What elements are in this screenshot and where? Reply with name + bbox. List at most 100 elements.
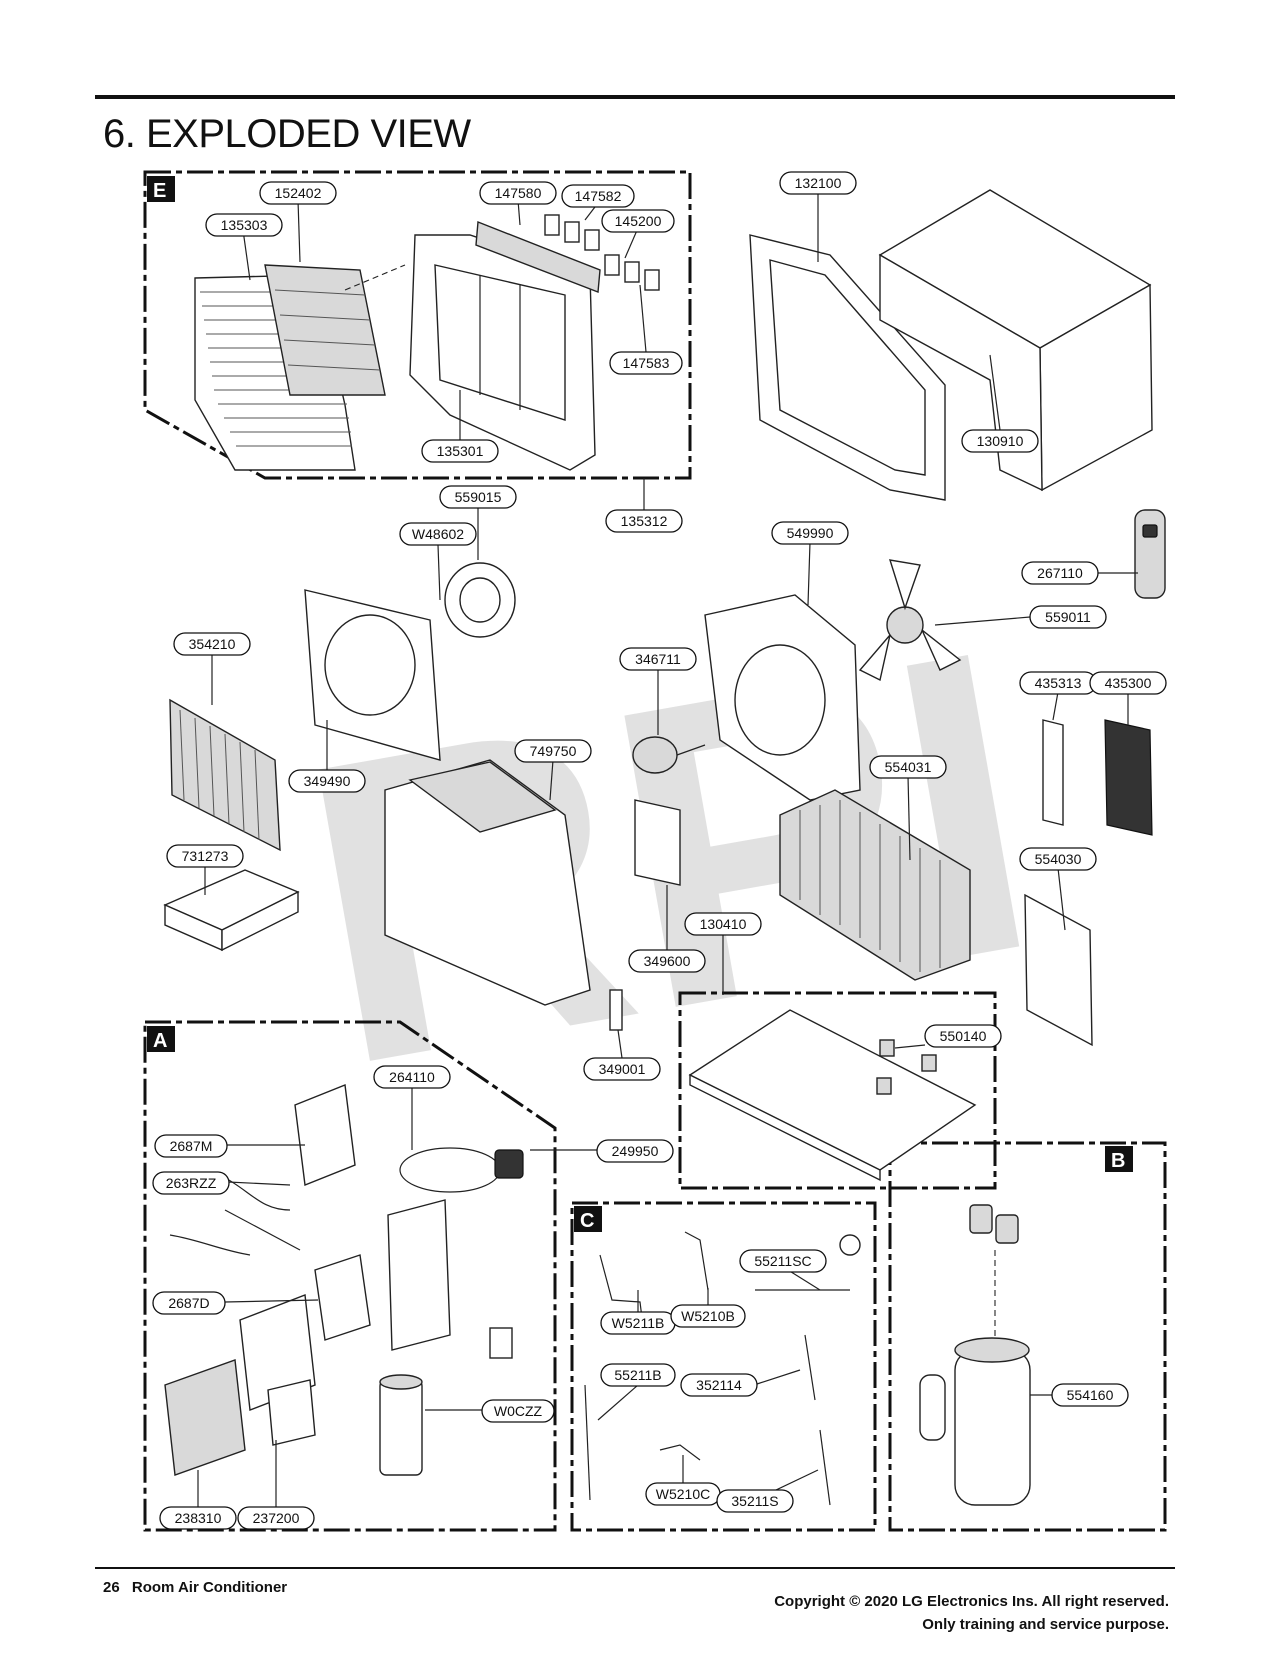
callout-W5210C: W5210C: [645, 1482, 721, 1506]
callout-554030: 554030: [1019, 847, 1097, 871]
callout-55211SC: 55211SC: [739, 1249, 827, 1273]
louver-clips-part: [544, 214, 660, 291]
leader-lines: [197, 190, 1138, 1507]
terminal-part: [609, 989, 623, 1031]
condenser-part: [779, 789, 971, 981]
frame-section-e: [143, 170, 692, 480]
cabinet-frame-part: [749, 234, 946, 501]
callout-35211S: 35211S: [716, 1489, 794, 1513]
callout-559015: 559015: [439, 485, 517, 509]
frame-section-c: [570, 1201, 877, 1532]
callout-435300: 435300: [1089, 671, 1167, 695]
louver-part: [475, 221, 601, 293]
svg-text:435300: 435300: [1105, 675, 1152, 691]
callout-435313: 435313: [1019, 671, 1097, 695]
side-panel-bracket-part: [1042, 719, 1064, 826]
svg-text:135301: 135301: [437, 443, 484, 459]
guide-line: [344, 264, 406, 291]
callout-238310: 238310: [159, 1506, 237, 1530]
section-tag-b: B: [1105, 1146, 1133, 1172]
callout-549990: 549990: [771, 521, 849, 545]
callout-352114: 352114: [680, 1373, 758, 1397]
svg-text:A: A: [153, 1030, 167, 1052]
svg-text:130910: 130910: [977, 433, 1024, 449]
callout-135301: 135301: [421, 439, 499, 463]
callout-554031: 554031: [869, 755, 947, 779]
svg-text:349490: 349490: [304, 773, 351, 789]
svg-text:132100: 132100: [795, 175, 842, 191]
callout-135303: 135303: [205, 213, 283, 237]
svg-text:W0CZZ: W0CZZ: [494, 1403, 543, 1419]
callout-349001: 349001: [583, 1057, 661, 1081]
packing-box-part: [163, 869, 300, 952]
svg-text:249950: 249950: [612, 1143, 659, 1159]
callout-263RZZ: 263RZZ: [152, 1171, 230, 1195]
callout-267110: 267110: [1021, 561, 1099, 585]
svg-text:263RZZ: 263RZZ: [166, 1175, 217, 1191]
callout-W5211B: W5211B: [600, 1311, 676, 1335]
footer-right: Copyright © 2020 LG Electronics Ins. All…: [774, 1590, 1169, 1636]
side-shield-part: [1024, 893, 1093, 1047]
svg-text:554031: 554031: [885, 759, 932, 775]
callout-264110: 264110: [373, 1065, 451, 1089]
callout-130910: 130910: [961, 429, 1039, 453]
condenser-shroud-part: [704, 594, 861, 801]
callout-554160: 554160: [1051, 1383, 1129, 1407]
callout-349600: 349600: [628, 949, 706, 973]
svg-text:267110: 267110: [1037, 565, 1083, 581]
callout-249950: 249950: [596, 1139, 674, 1163]
callout-354210: 354210: [173, 632, 251, 656]
callout-130410: 130410: [684, 912, 762, 936]
svg-text:147580: 147580: [495, 185, 542, 201]
page-title: 6. EXPLODED VIEW: [103, 112, 471, 156]
svg-text:237200: 237200: [253, 1510, 300, 1526]
compressor-part: [919, 1337, 1031, 1506]
callout-152402: 152402: [259, 181, 337, 205]
callout-W48602: W48602: [399, 522, 477, 546]
remote-control-part: [1134, 509, 1166, 599]
svg-text:554030: 554030: [1035, 851, 1082, 867]
svg-text:152402: 152402: [275, 185, 322, 201]
switch-part: [489, 1327, 513, 1359]
svg-text:550140: 550140: [940, 1028, 987, 1044]
callout-731273: 731273: [166, 844, 244, 868]
svg-text:352114: 352114: [696, 1377, 742, 1393]
bottom-rule: [95, 1567, 1175, 1569]
section-tag-a: A: [147, 1026, 175, 1052]
drain-pan-part: [688, 1009, 977, 1182]
power-cord-part: [399, 1147, 524, 1193]
callout-145200: 145200: [601, 209, 675, 233]
svg-text:749750: 749750: [530, 743, 577, 759]
purpose-text: Only training and service purpose.: [922, 1616, 1169, 1633]
svg-text:W5210B: W5210B: [681, 1308, 735, 1324]
svg-text:135312: 135312: [621, 513, 668, 529]
svg-text:145200: 145200: [615, 213, 662, 229]
frame-section-b: [888, 1141, 1167, 1532]
evaporator-part: [169, 698, 281, 852]
svg-text:C: C: [580, 1210, 594, 1232]
svg-text:B: B: [1111, 1150, 1125, 1172]
capacitor-part: [379, 1374, 423, 1476]
filter-part: [264, 264, 386, 396]
callout-147583: 147583: [609, 351, 683, 375]
base-pan-part: [384, 759, 591, 1006]
svg-text:W5211B: W5211B: [612, 1315, 665, 1331]
callout-2687M: 2687M: [154, 1134, 228, 1158]
side-panel-part: [1104, 719, 1153, 836]
callout-W0CZZ: W0CZZ: [481, 1399, 555, 1423]
fan-motor-part: [632, 736, 706, 774]
control-panel-part: [164, 1359, 246, 1476]
svg-text:731273: 731273: [182, 848, 229, 864]
callout-147580: 147580: [479, 181, 557, 205]
svg-text:35211S: 35211S: [731, 1493, 778, 1509]
svg-text:349600: 349600: [644, 953, 691, 969]
tubes-part: [584, 1231, 861, 1506]
spring-mounts-part: [876, 1039, 937, 1095]
front-frame-part: [409, 234, 596, 471]
svg-text:W48602: W48602: [412, 526, 464, 542]
svg-text:55211SC: 55211SC: [754, 1253, 811, 1269]
svg-text:346711: 346711: [635, 651, 681, 667]
document-name: Room Air Conditioner: [131, 1579, 288, 1596]
callout-550140: 550140: [924, 1024, 1002, 1048]
